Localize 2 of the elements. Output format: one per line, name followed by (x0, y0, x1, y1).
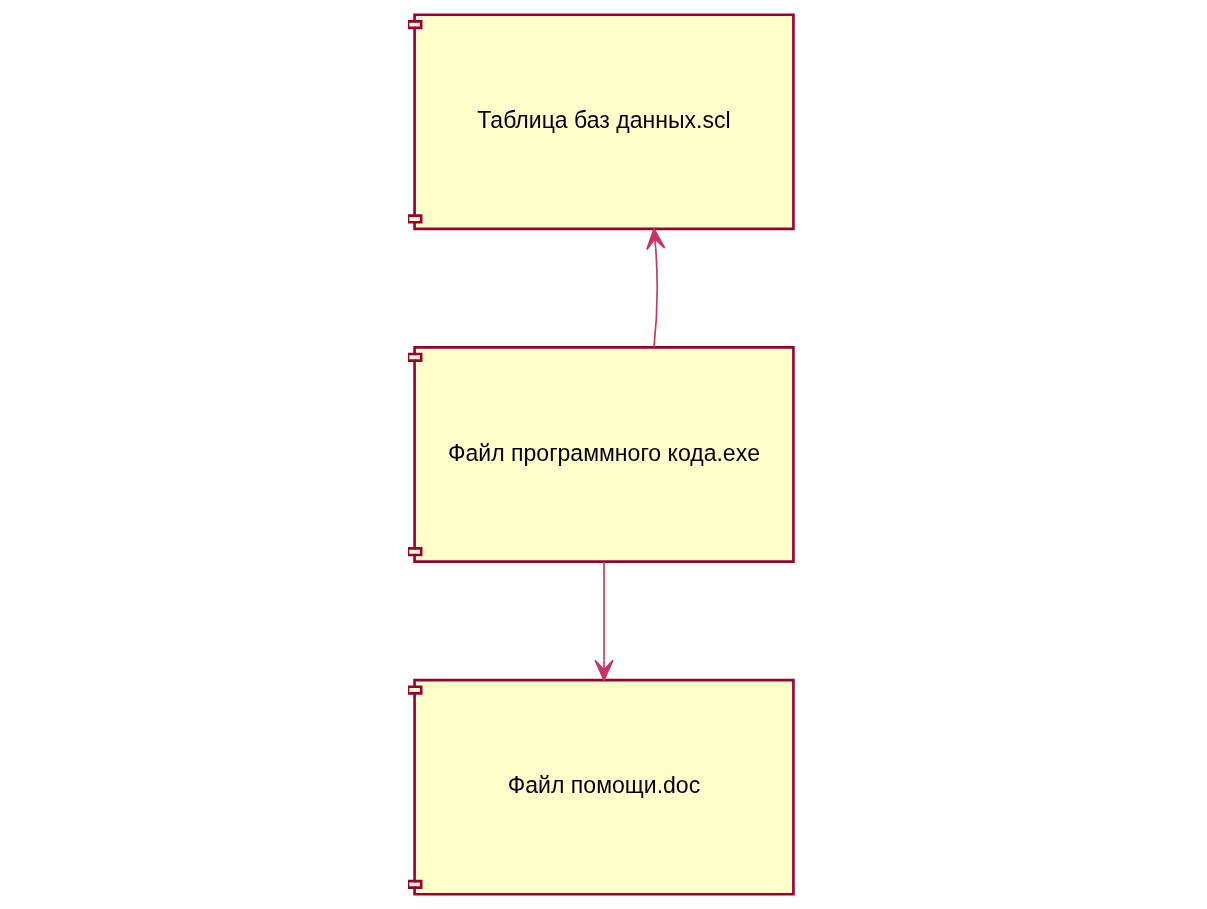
arrow (645, 228, 665, 349)
arrow (593, 560, 614, 681)
